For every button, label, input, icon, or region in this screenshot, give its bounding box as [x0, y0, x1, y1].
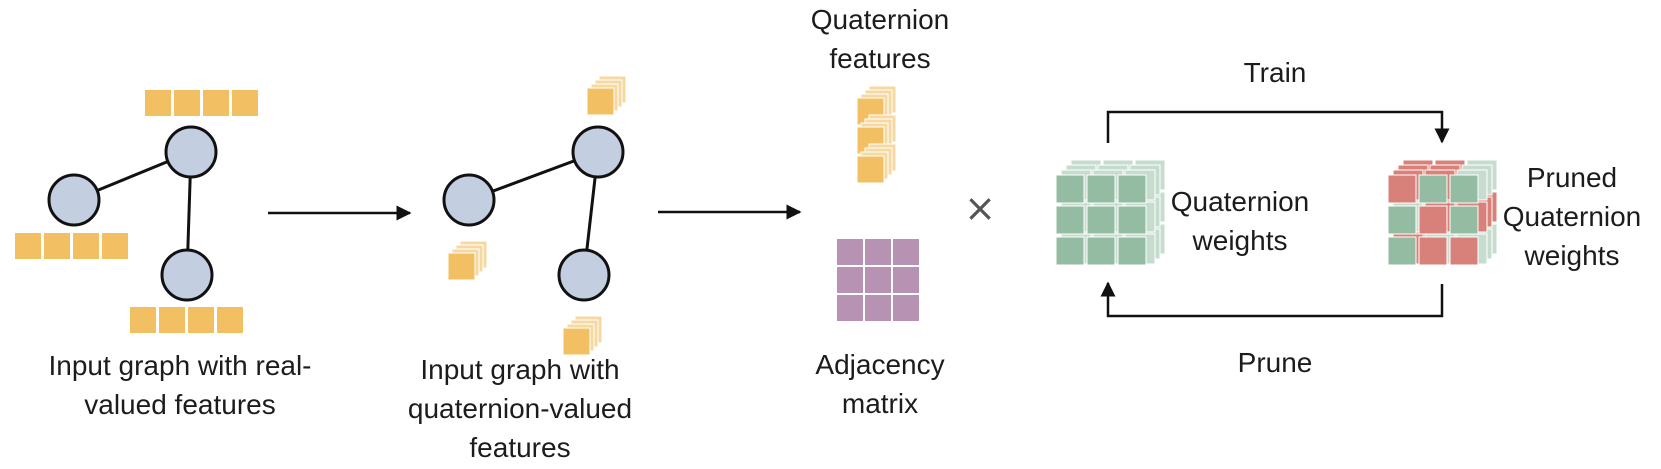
- adjacency-cell: [837, 295, 863, 321]
- pruned-weight-cell: [1418, 205, 1448, 235]
- weight-cell: [1117, 174, 1147, 204]
- quaternion-feature-cell: [447, 252, 476, 281]
- pruned-weight-cell: [1449, 205, 1479, 235]
- train-loop-arrow-icon: [1106, 110, 1450, 144]
- train-label: Train: [1243, 57, 1307, 88]
- weight-cell: [1086, 236, 1116, 266]
- pruned-weight-cell: [1387, 174, 1417, 204]
- input-graph-real: [15, 90, 258, 333]
- real-feature-cell: [188, 307, 214, 333]
- prune-label: Prune: [1237, 347, 1313, 378]
- weight-cell: [1086, 174, 1116, 204]
- quaternion-feature-cell: [586, 87, 615, 116]
- quaternion-feature-cell: [856, 155, 885, 184]
- real-feature-cell: [174, 90, 200, 116]
- adjacency-cell: [865, 295, 891, 321]
- quaternion-weights-label: Quaternion weights: [1170, 186, 1310, 256]
- real-feature-cell: [73, 233, 99, 259]
- graph-node: [47, 173, 101, 227]
- pruned-weight-cell: [1387, 205, 1417, 235]
- pruned-quaternion-weights-label: Pruned Quaternion weights: [1502, 162, 1642, 271]
- adjacency-cell: [865, 239, 891, 265]
- real-feature-cell: [15, 233, 41, 259]
- adjacency-cell: [893, 267, 919, 293]
- real-feature-cell: [232, 90, 258, 116]
- real-feature-cell: [217, 307, 243, 333]
- real-feature-cell: [102, 233, 128, 259]
- multiply-icon: ×: [964, 186, 996, 230]
- real-feature-cell: [159, 307, 185, 333]
- weight-cell: [1117, 236, 1147, 266]
- pruned-weight-cell: [1449, 174, 1479, 204]
- graph-node: [557, 248, 611, 302]
- weight-cell: [1055, 236, 1085, 266]
- graph-node: [442, 173, 496, 227]
- pruned-weight-cell: [1387, 236, 1417, 266]
- input-graph-quaternion: [442, 75, 627, 356]
- adjacency-cell: [865, 267, 891, 293]
- adjacency-cell: [837, 267, 863, 293]
- adjacency-cell: [893, 239, 919, 265]
- pruned-weight-cell: [1449, 236, 1479, 266]
- adjacency-cell: [893, 295, 919, 321]
- quaternion-weights-stack: [1055, 159, 1166, 266]
- graph-node: [160, 248, 214, 302]
- flow-arrows: [268, 110, 1450, 318]
- input-graph-real-label: Input graph with real- valued features: [48, 350, 312, 420]
- quaternion-features-label: Quaternion features: [810, 4, 950, 74]
- pruned-quaternion-weights-stack: [1387, 159, 1498, 266]
- adjacency-matrix-grid: [837, 239, 919, 321]
- graph-node: [571, 125, 625, 179]
- pruned-weight-cell: [1418, 236, 1448, 266]
- weight-cell: [1086, 205, 1116, 235]
- weight-cell: [1055, 174, 1085, 204]
- weight-cell: [1055, 205, 1085, 235]
- adjacency-matrix-label: Adjacency matrix: [815, 349, 945, 419]
- real-feature-cell: [130, 307, 156, 333]
- graph-node: [164, 125, 218, 179]
- real-feature-cell: [203, 90, 229, 116]
- real-feature-cell: [44, 233, 70, 259]
- quaternion-features-stack: [856, 85, 897, 184]
- input-graph-quaternion-label: Input graph with quaternion-valued featu…: [407, 354, 633, 463]
- adjacency-cell: [837, 239, 863, 265]
- pruned-weight-cell: [1418, 174, 1448, 204]
- prune-loop-arrow-icon: [1100, 281, 1444, 318]
- real-feature-cell: [145, 90, 171, 116]
- quaternion-feature-cell: [562, 327, 591, 356]
- weight-cell: [1117, 205, 1147, 235]
